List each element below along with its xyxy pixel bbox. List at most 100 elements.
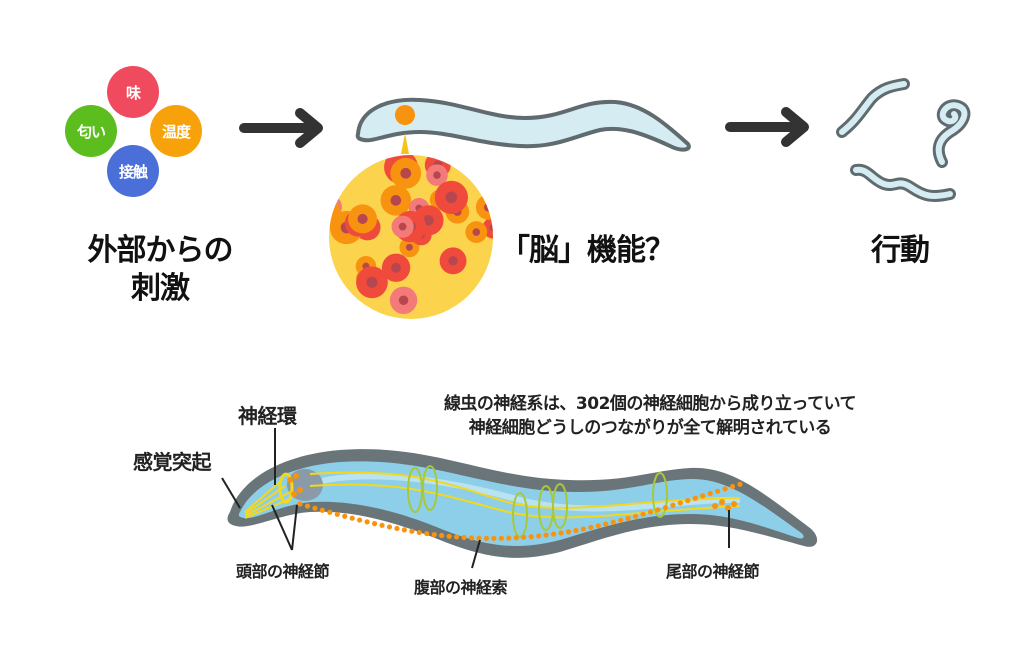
- stimulus-temperature-label: 温度: [161, 122, 191, 141]
- neuron-dot: [401, 527, 408, 533]
- neuron-dot: [640, 511, 646, 517]
- ganglion-neuron: [731, 501, 737, 507]
- arrow-right-icon: [239, 108, 323, 148]
- label-ventral-nerve-cord: 腹部の神経索: [414, 578, 508, 597]
- neuron-dot: [498, 535, 504, 541]
- neuron-dot: [610, 519, 616, 525]
- neuron-dot: [513, 535, 519, 541]
- brain-marker-icon: [395, 105, 415, 125]
- stimuli-caption: 外部からの 刺激: [40, 232, 280, 308]
- commissure-ring: [512, 492, 528, 538]
- stimulus-touch: 接触: [107, 145, 159, 197]
- stimuli-caption-line1: 外部からの: [87, 233, 234, 268]
- neuron-nucleus: [423, 215, 434, 226]
- neuron-dot: [715, 488, 721, 494]
- neuron-dot: [729, 483, 736, 490]
- neuron-dot: [558, 530, 564, 536]
- neuron-nucleus: [448, 256, 458, 266]
- stimulus-taste-label: 味: [125, 83, 141, 102]
- leader-line: [471, 539, 481, 569]
- neuron-dot: [536, 533, 542, 539]
- ganglion-neuron: [293, 473, 299, 479]
- leader-line: [271, 504, 293, 551]
- description-line1: 線虫の神経系は、302個の神経細胞から成り立っていて: [443, 394, 857, 414]
- neuron-dot: [409, 528, 415, 534]
- neuron-dot: [625, 515, 631, 521]
- neuron-dot: [334, 511, 340, 517]
- neuron-dot: [312, 505, 318, 511]
- label-sensory-projection: 感覚突起: [133, 450, 212, 474]
- neuron-dot: [588, 524, 594, 531]
- neuron-dot: [707, 490, 713, 497]
- worm-illustration: [355, 97, 691, 154]
- label-nerve-ring: 神経環: [238, 404, 297, 428]
- neuron-dot: [446, 533, 452, 539]
- neuron-dot: [573, 527, 579, 534]
- neuron-dot: [528, 534, 534, 540]
- description-line2: 神経細胞どうしのつながりが全て解明されている: [468, 418, 832, 438]
- neuron-nucleus: [398, 295, 409, 306]
- neuron-dot: [662, 504, 669, 511]
- commissure-ring: [652, 472, 668, 518]
- stimulus-taste: 味: [107, 66, 159, 118]
- neuron-nucleus: [400, 167, 412, 179]
- brain-caption: 「脳」機能？: [500, 233, 675, 268]
- neuron-dot: [692, 495, 698, 501]
- nerve-ring: [278, 472, 294, 504]
- arrow-right-icon: [725, 107, 809, 147]
- ganglion-neuron: [287, 477, 293, 483]
- neuron-dot: [521, 534, 527, 540]
- ganglion-neuron: [725, 505, 731, 511]
- leader-line: [291, 504, 298, 551]
- neuron-dot: [349, 515, 355, 521]
- neuron-dot: [424, 530, 430, 537]
- neuron-dot: [386, 524, 393, 530]
- nerve-fiber: [244, 485, 286, 515]
- neuron-cell: [482, 216, 493, 239]
- neuron-nucleus: [398, 222, 407, 231]
- neuron-dot: [722, 486, 728, 492]
- neuron-nucleus: [472, 228, 481, 236]
- neuron-dot: [364, 519, 370, 525]
- neuron-dot: [461, 534, 467, 541]
- neuron-dot: [304, 503, 311, 509]
- neuron-nucleus: [390, 195, 402, 206]
- neuron-dot: [737, 481, 743, 487]
- neuron-dot: [647, 509, 654, 515]
- nerve-fiber: [244, 479, 283, 513]
- neuron-dot: [655, 507, 661, 513]
- neuron-dot: [379, 522, 385, 528]
- ganglion-neuron: [712, 503, 718, 509]
- leader-line: [221, 477, 241, 509]
- neuron-dot: [580, 526, 586, 532]
- stimulus-touch-label: 接触: [118, 162, 148, 181]
- neuron-dot: [394, 525, 400, 532]
- stimuli-caption-line2: 刺激: [131, 271, 190, 306]
- neuron-nucleus: [489, 223, 493, 232]
- neuron-dot: [327, 509, 333, 515]
- ganglion-neuron: [297, 487, 303, 493]
- neuron-dot: [543, 532, 549, 538]
- nerve-fiber: [309, 471, 741, 509]
- commissure-ring: [407, 467, 423, 513]
- neuron-dot: [618, 517, 624, 523]
- neuron-dot: [454, 534, 460, 540]
- neuron-dot: [342, 513, 348, 519]
- neuron-dot: [677, 500, 683, 506]
- neuron-nucleus: [391, 262, 402, 273]
- neuron-dot: [416, 529, 422, 536]
- ganglion-neuron: [291, 491, 297, 497]
- neuron-dot: [476, 535, 482, 541]
- neuron-nucleus: [405, 243, 413, 251]
- neuron-nucleus: [433, 171, 441, 179]
- neuron-dot: [595, 523, 601, 529]
- neuron-dot: [297, 501, 303, 507]
- commissure-ring: [552, 483, 568, 529]
- neuron-dot: [491, 535, 497, 542]
- neuron-dot: [685, 497, 691, 504]
- label-head-ganglion: 頭部の神経節: [236, 562, 330, 581]
- nervous-system-description: 線虫の神経系は、302個の神経細胞から成り立っていて 神経細胞どうしのつながりが…: [360, 392, 940, 440]
- stimulus-smell: 匂い: [65, 105, 117, 157]
- commissure-ring: [422, 465, 438, 511]
- neuron-nucleus: [366, 276, 378, 288]
